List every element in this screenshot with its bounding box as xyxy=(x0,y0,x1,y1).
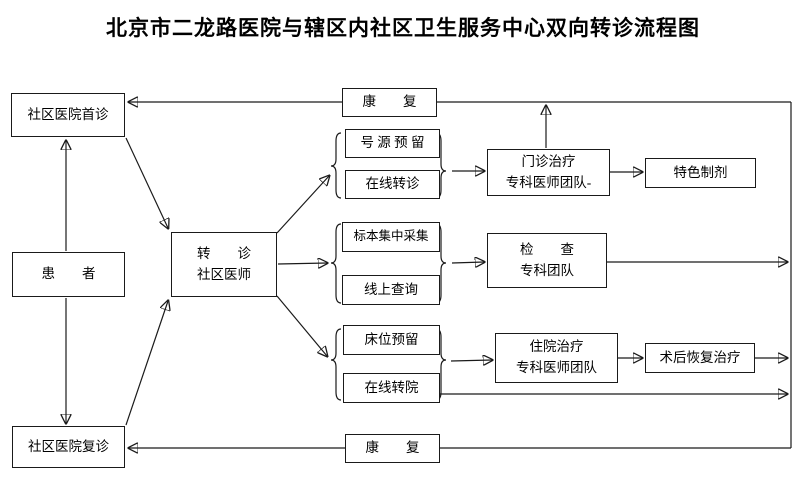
arrow-first-visit-to-referral xyxy=(125,137,168,228)
node-community-return-visit: 社区医院复诊 xyxy=(12,426,125,468)
arrow-referral-to-group2 xyxy=(277,263,327,264)
node-online-referral: 在线转诊 xyxy=(345,170,440,199)
node-label-line2: 社区医师 xyxy=(197,266,251,282)
node-label-line2: 专科团队 xyxy=(520,262,574,278)
node-label: 在线转诊 xyxy=(365,176,420,192)
node-label: 线上查询 xyxy=(364,281,418,297)
node-examination: 检 查 专科团队 xyxy=(487,233,607,288)
node-label-line1: 住院治疗 xyxy=(529,339,584,355)
node-sample-collection: 标本集中采集 xyxy=(342,222,440,252)
brace-group3-right xyxy=(435,328,447,401)
node-label-line1: 转 诊 xyxy=(197,245,251,261)
node-label: 特色制剂 xyxy=(673,164,728,180)
node-label: 号 源 预 留 xyxy=(360,135,425,151)
brace-group3-left xyxy=(330,328,342,401)
node-bed-reserve: 床位预留 xyxy=(343,325,440,355)
node-outpatient-treatment: 门诊治疗 专科医师团队- xyxy=(487,149,610,196)
node-referral: 转 诊 社区医师 xyxy=(171,232,277,297)
node-rehab-bottom: 康 复 xyxy=(345,434,440,463)
node-label-line1: 门诊治疗 xyxy=(521,153,576,169)
brace-group2-right xyxy=(435,223,447,304)
arrow-group3-to-inpatient xyxy=(450,360,492,361)
node-label-line2: 专科医师团队 xyxy=(516,360,597,375)
node-online-query: 线上查询 xyxy=(342,275,440,305)
node-label-line1: 检 查 xyxy=(520,241,574,257)
node-online-transfer: 在线转院 xyxy=(343,373,440,403)
node-label: 在线转院 xyxy=(364,379,419,395)
node-label: 标本集中采集 xyxy=(353,229,429,244)
node-label: 床位预留 xyxy=(364,331,419,347)
node-label: 社区医院首诊 xyxy=(27,106,109,122)
node-special-preparation: 特色制剂 xyxy=(645,158,756,188)
node-label: 术后恢复治疗 xyxy=(659,349,741,365)
node-label: 患 者 xyxy=(41,266,96,282)
brace-group1-right xyxy=(435,132,447,199)
node-postop-recovery: 术后恢复治疗 xyxy=(645,343,755,373)
arrow-referral-to-group3 xyxy=(276,295,327,356)
node-label-line2: 专科医师团队- xyxy=(505,174,592,190)
diagram-title: 北京市二龙路医院与辖区内社区卫生服务中心双向转诊流程图 xyxy=(106,16,700,40)
arrow-referral-to-group1 xyxy=(276,176,329,234)
arrow-group2-to-examination xyxy=(451,262,484,263)
node-label: 康 复 xyxy=(362,94,417,110)
brace-group1-left xyxy=(330,132,342,199)
node-patient: 患 者 xyxy=(12,252,125,297)
brace-group2-left xyxy=(330,223,342,304)
node-community-first-visit: 社区医院首诊 xyxy=(11,93,125,137)
node-label: 康 复 xyxy=(365,440,420,456)
node-slot-reserve: 号 源 预 留 xyxy=(345,129,440,158)
node-inpatient-treatment: 住院治疗 专科医师团队 xyxy=(495,333,618,383)
node-rehab-top: 康 复 xyxy=(342,88,437,117)
node-label: 社区医院复诊 xyxy=(28,438,109,454)
arrow-return-visit-to-referral xyxy=(125,301,168,426)
